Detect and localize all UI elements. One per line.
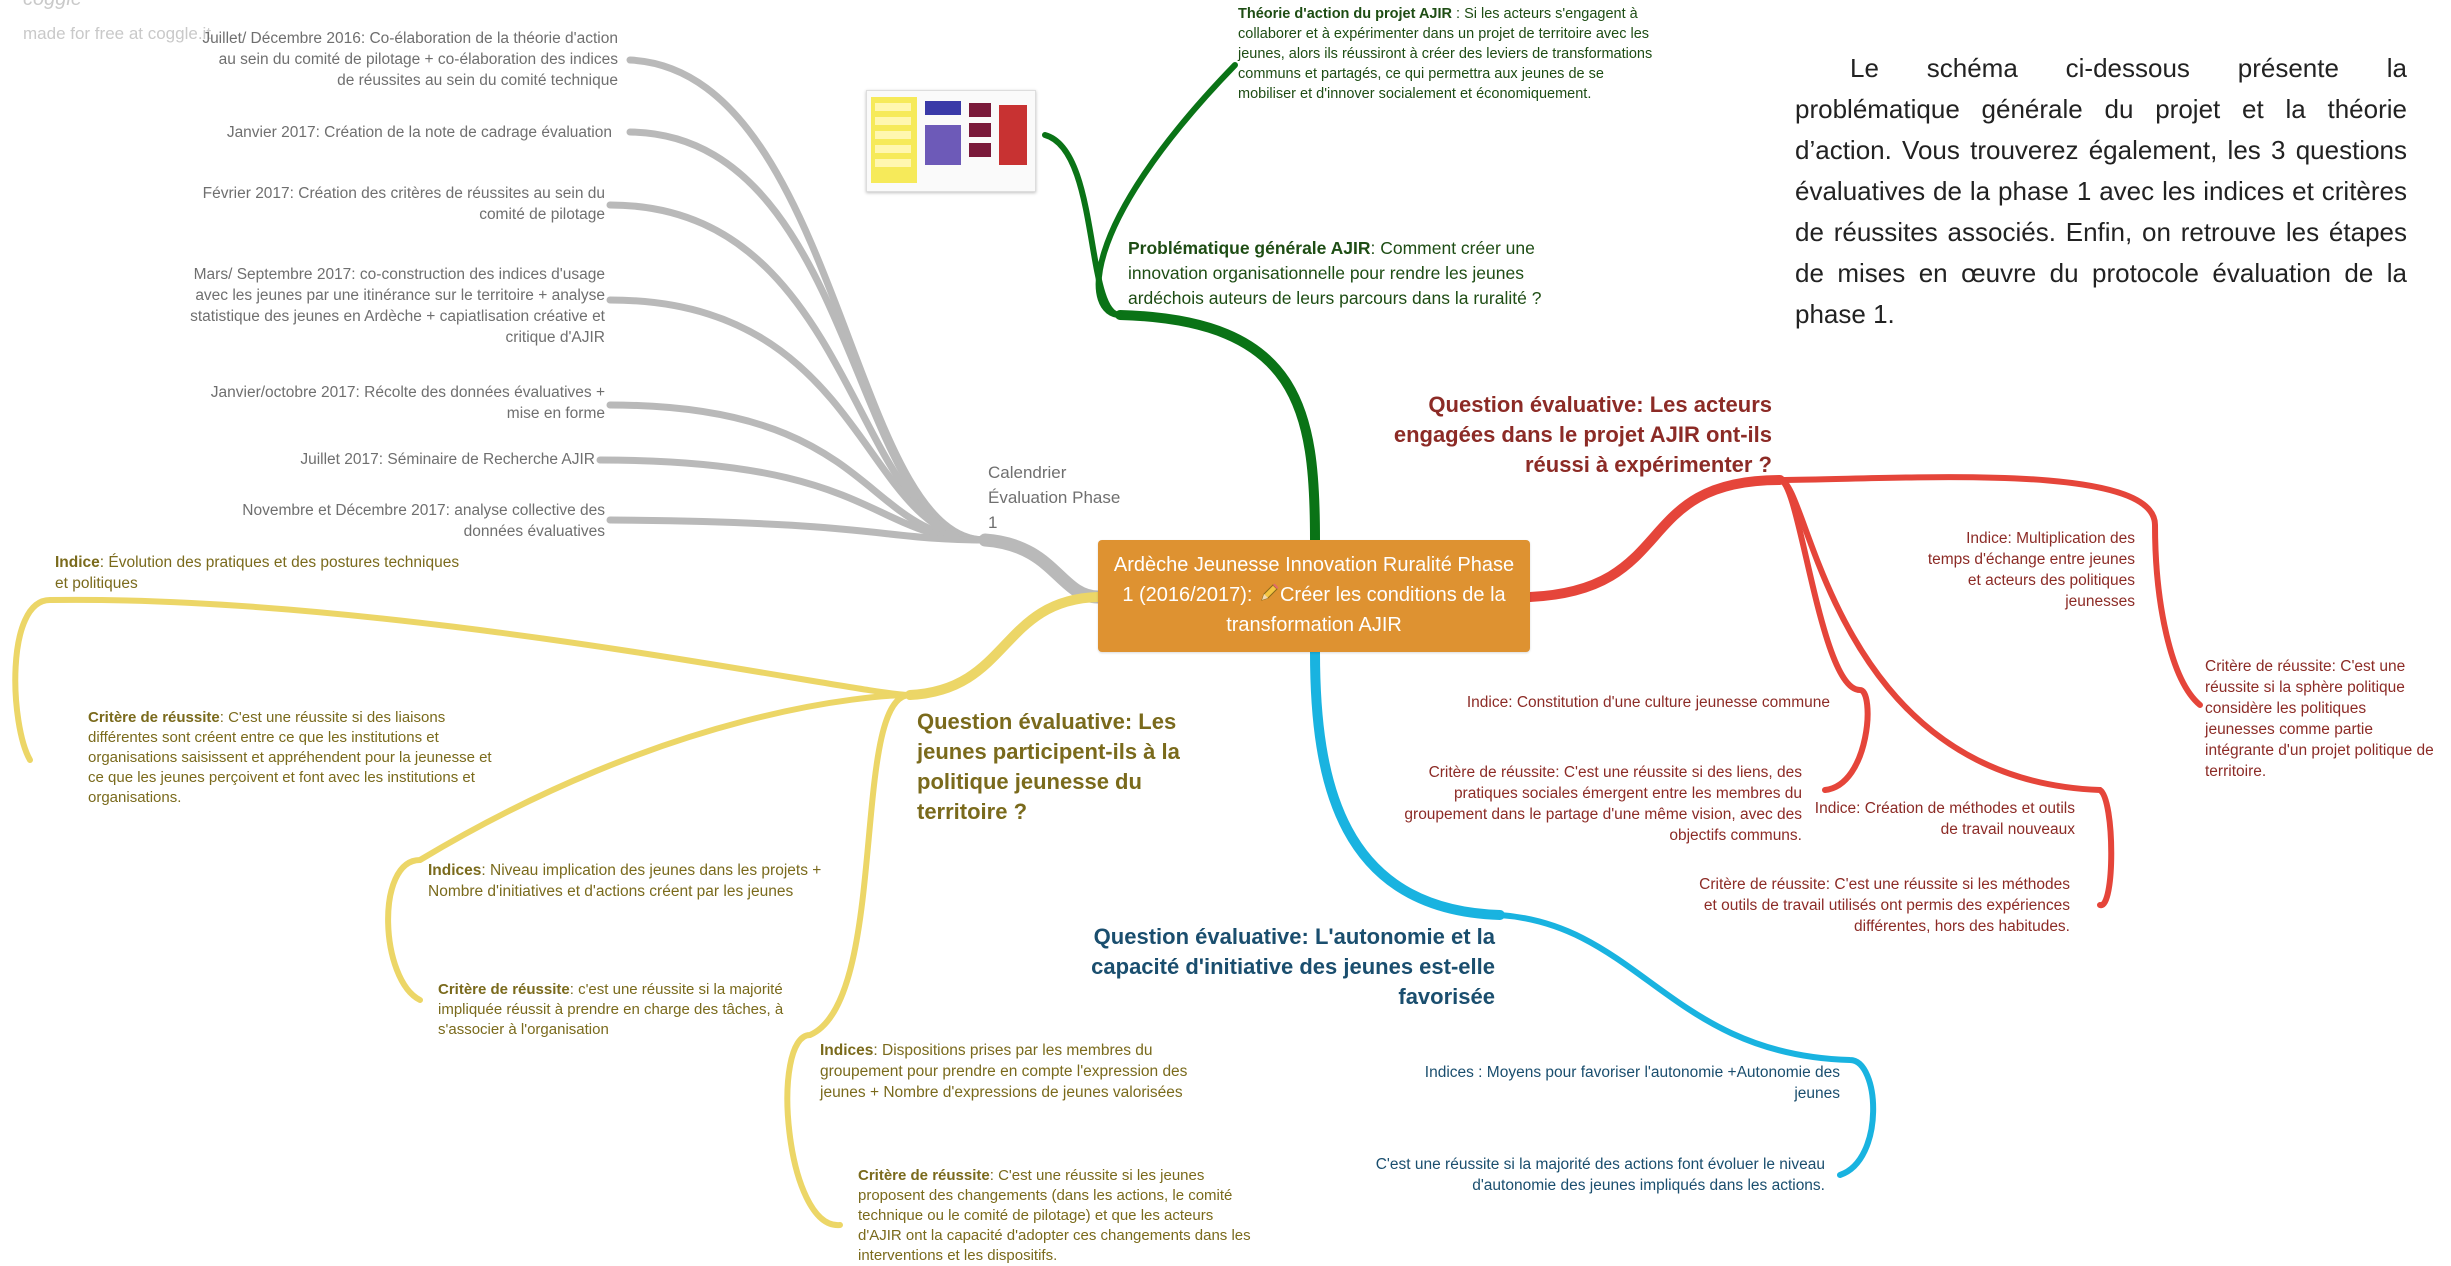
theory-of-action-label: Théorie d'action du projet AJIR xyxy=(1238,6,1452,22)
yellow-critere-3-label: Critère de réussite xyxy=(858,1167,990,1184)
yellow-branches xyxy=(12,592,1103,1229)
yellow-critere-2-label: Critère de réussite xyxy=(438,981,570,998)
calendar-item-1[interactable]: Juillet/ Décembre 2016: Co-élaboration d… xyxy=(202,30,618,89)
red-question-node[interactable]: Question évaluative: Les acteurs engagée… xyxy=(1393,392,1772,477)
calendar-branches xyxy=(596,56,1105,604)
yellow-indice-3-label: Indices xyxy=(820,1042,874,1059)
yellow-indice-2-label: Indices xyxy=(428,862,482,879)
yellow-indice-2-text: : Niveau implication des jeunes dans les… xyxy=(428,862,822,900)
yellow-critere-3[interactable]: Critère de réussite: C'est une réussite … xyxy=(858,1166,1253,1266)
green-branches xyxy=(1042,62,1320,545)
theory-of-action-node[interactable]: Théorie d'action du projet AJIR : Si les… xyxy=(1238,4,1663,104)
yellow-indice-2[interactable]: Indices: Niveau implication des jeunes d… xyxy=(428,860,828,902)
calendar-item-6[interactable]: Juillet 2017: Séminaire de Recherche AJI… xyxy=(300,451,595,468)
red-critere-2[interactable]: Critère de réussite: C'est une réussite … xyxy=(1404,764,1802,844)
calendar-item-5[interactable]: Janvier/octobre 2017: Récolte des donnée… xyxy=(210,384,605,422)
yellow-critere-2[interactable]: Critère de réussite: c'est une réussite … xyxy=(438,980,833,1040)
blue-indice[interactable]: Indices : Moyens pour favoriser l'autono… xyxy=(1424,1064,1840,1102)
central-node-text-before: Ardèche Jeunesse Innovation Ruralité Pha… xyxy=(1113,554,1515,606)
blue-branches xyxy=(1310,647,1877,1178)
red-critere-3[interactable]: Critère de réussite: C'est une réussite … xyxy=(1699,876,2070,935)
yellow-indice-3[interactable]: Indices: Dispositions prises par les mem… xyxy=(820,1040,1235,1103)
yellow-critere-1[interactable]: Critère de réussite: C'est une réussite … xyxy=(88,708,498,808)
yellow-indice-3-text: : Dispositions prises par les membres du… xyxy=(820,1042,1188,1101)
blue-critere[interactable]: C'est une réussite si la majorité des ac… xyxy=(1375,1156,1825,1194)
calendar-item-2[interactable]: Janvier 2017: Création de la note de cad… xyxy=(226,124,612,141)
yellow-critere-1-label: Critère de réussite xyxy=(88,709,220,726)
yellow-critere-3-text: : C'est une réussite si les jeunes propo… xyxy=(858,1167,1251,1264)
red-critere-1[interactable]: Critère de réussite: C'est une réussite … xyxy=(2205,658,2434,780)
coggle-logo: coggle xyxy=(23,0,82,11)
yellow-critere-2-text: : c'est une réussite si la majorité impl… xyxy=(438,981,784,1038)
coggle-watermark[interactable]: made for free at coggle.it xyxy=(23,24,212,43)
calendar-item-7[interactable]: Novembre et Décembre 2017: analyse colle… xyxy=(242,502,605,540)
yellow-question-node[interactable]: Question évaluative: Les jeunes particip… xyxy=(917,709,1180,824)
calendar-item-3[interactable]: Février 2017: Création des critères de r… xyxy=(202,185,605,223)
problem-statement-node[interactable]: Problématique générale AJIR: Comment cré… xyxy=(1128,236,1553,311)
calendar-title[interactable]: Calendrier Évaluation Phase 1 xyxy=(988,463,1121,532)
intro-paragraph: Le schéma ci-dessous présente la problém… xyxy=(1795,53,2407,329)
red-indice-2[interactable]: Indice: Constitution d'une culture jeune… xyxy=(1466,694,1830,711)
blue-question-node[interactable]: Question évaluative: L'autonomie et la c… xyxy=(1091,924,1495,1009)
problem-statement-label: Problématique générale AJIR xyxy=(1128,238,1371,258)
yellow-indice-1[interactable]: Indice: Évolution des pratiques et des p… xyxy=(55,552,470,594)
yellow-critere-1-text: : C'est une réussite si des liaisons dif… xyxy=(88,709,492,806)
central-node[interactable]: Ardèche Jeunesse Innovation Ruralité Pha… xyxy=(1098,540,1530,652)
theory-diagram-thumbnail[interactable] xyxy=(866,90,1036,192)
theory-of-action-text: : Si les acteurs s'engagent à collaborer… xyxy=(1238,6,1653,102)
central-node-text-after: Créer les conditions de la transformatio… xyxy=(1226,584,1506,636)
red-indice-1[interactable]: Indice: Multiplication des temps d'échan… xyxy=(1927,530,2135,610)
yellow-indice-1-text: : Évolution des pratiques et des posture… xyxy=(55,554,460,592)
thumbnail-image xyxy=(871,97,1027,183)
red-indice-3[interactable]: Indice: Création de méthodes et outils d… xyxy=(1814,800,2075,838)
red-branches xyxy=(1525,474,2203,908)
pencil-icon xyxy=(1261,583,1279,601)
problem-statement-text: : Comment créer une innovation organisat… xyxy=(1128,238,1542,308)
yellow-indice-1-label: Indice xyxy=(55,554,100,571)
calendar-item-4[interactable]: Mars/ Septembre 2017: co-construction de… xyxy=(190,266,605,346)
